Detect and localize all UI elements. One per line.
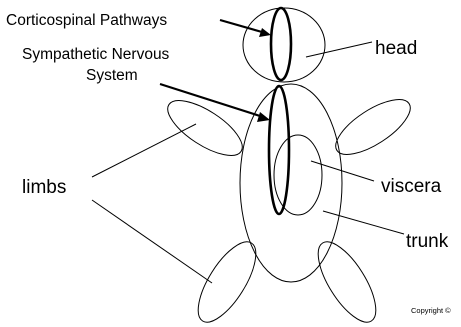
- limbs-label: limbs: [22, 177, 66, 198]
- head-leader: [306, 42, 372, 57]
- viscera-leader: [311, 161, 374, 181]
- head-label: head: [375, 38, 417, 59]
- limb-lower-left: [187, 233, 266, 327]
- limb-upper-right: [328, 89, 419, 164]
- viscera-label: viscera: [381, 176, 442, 197]
- limb-upper-left: [160, 90, 251, 165]
- sympathetic-label-line2: System: [86, 67, 138, 84]
- sympathetic-label-line1: Sympathetic Nervous: [22, 46, 170, 63]
- head-ellipse: [243, 8, 325, 82]
- corticospinal-arrowhead: [259, 28, 271, 37]
- copyright-label: Copyright ©: [411, 306, 451, 315]
- corticospinal-label: Corticospinal Pathways: [6, 12, 167, 29]
- trunk-label: trunk: [406, 231, 449, 252]
- sympathetic-arrowhead: [257, 112, 270, 122]
- corticospinal-arrow: [220, 20, 262, 32]
- trunk-leader: [323, 211, 404, 234]
- viscera-ellipse: [274, 135, 322, 215]
- limbs-leader-lower: [92, 200, 212, 283]
- limbs-leader-upper: [92, 124, 196, 177]
- limb-lower-right: [307, 233, 386, 327]
- corticospinal-pathway: [271, 8, 291, 80]
